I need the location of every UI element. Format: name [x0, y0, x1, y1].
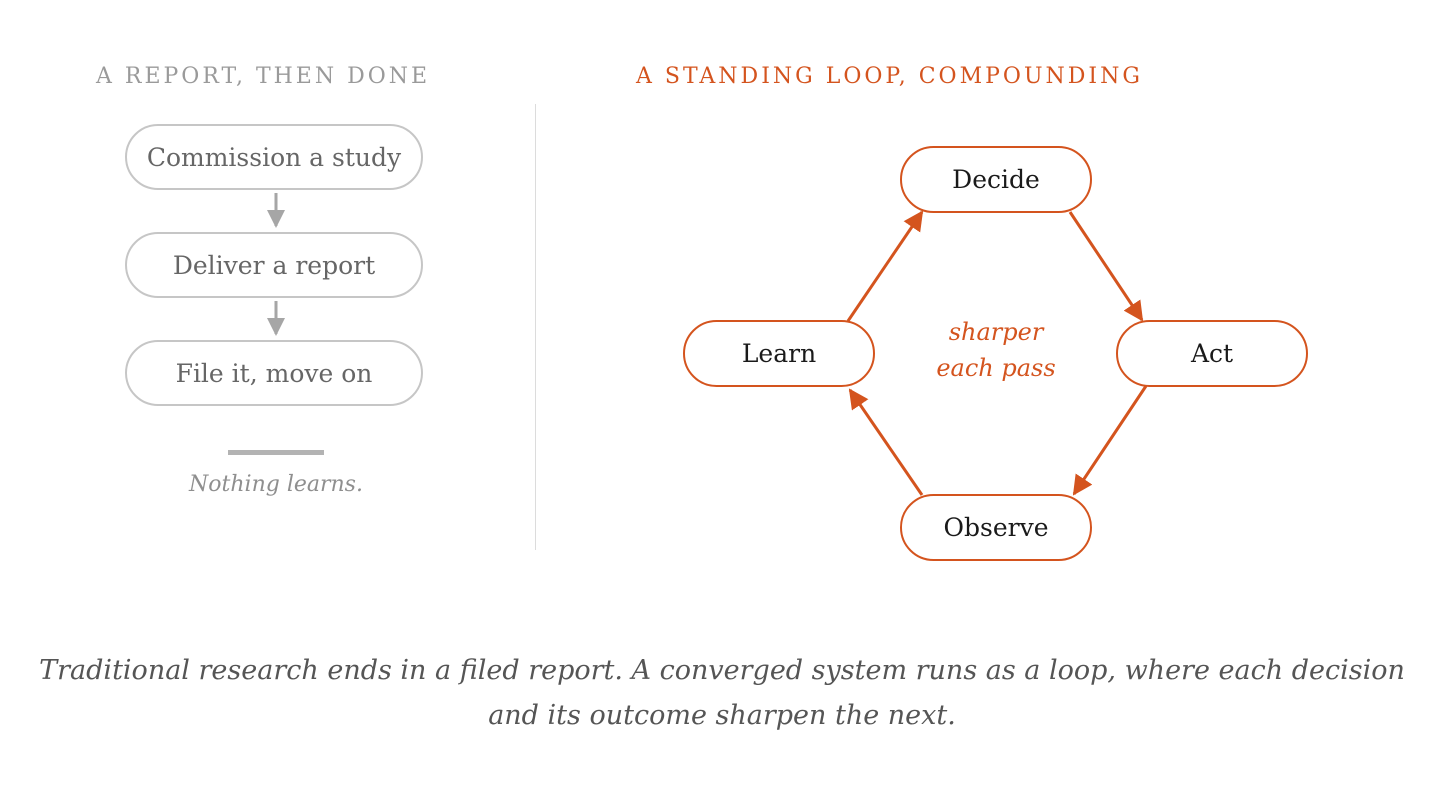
center-label-line1: sharper — [948, 318, 1044, 346]
right-panel-heading: A STANDING LOOP, COMPOUNDING — [636, 64, 1143, 89]
arrowhead-commission-to-deliver — [267, 210, 285, 228]
loop-center-label: sharper each pass — [900, 314, 1092, 386]
arrow-decide-to-act — [1068, 211, 1144, 322]
caption-line2: and its outcome sharpen the next. — [488, 700, 956, 731]
panel-divider — [535, 104, 536, 550]
end-rule — [228, 450, 324, 455]
node-decide: Decide — [900, 146, 1092, 213]
center-label-line2: each pass — [936, 354, 1056, 382]
nothing-learns-note: Nothing learns. — [189, 472, 363, 497]
node-act: Act — [1116, 320, 1308, 387]
step-commission: Commission a study — [125, 124, 423, 190]
step-deliver: Deliver a report — [125, 232, 423, 298]
node-observe: Observe — [900, 494, 1092, 561]
left-panel-heading: A REPORT, THEN DONE — [96, 64, 431, 89]
arrowhead-deliver-to-file — [267, 318, 285, 336]
figure-caption: Traditional research ends in a filed rep… — [0, 648, 1444, 738]
caption-line1: Traditional research ends in a filed rep… — [39, 655, 1405, 686]
arrow-observe-to-learn — [848, 388, 924, 496]
arrow-learn-to-decide — [846, 210, 924, 322]
arrow-act-to-observe — [1072, 385, 1148, 496]
step-file: File it, move on — [125, 340, 423, 406]
node-learn: Learn — [683, 320, 875, 387]
